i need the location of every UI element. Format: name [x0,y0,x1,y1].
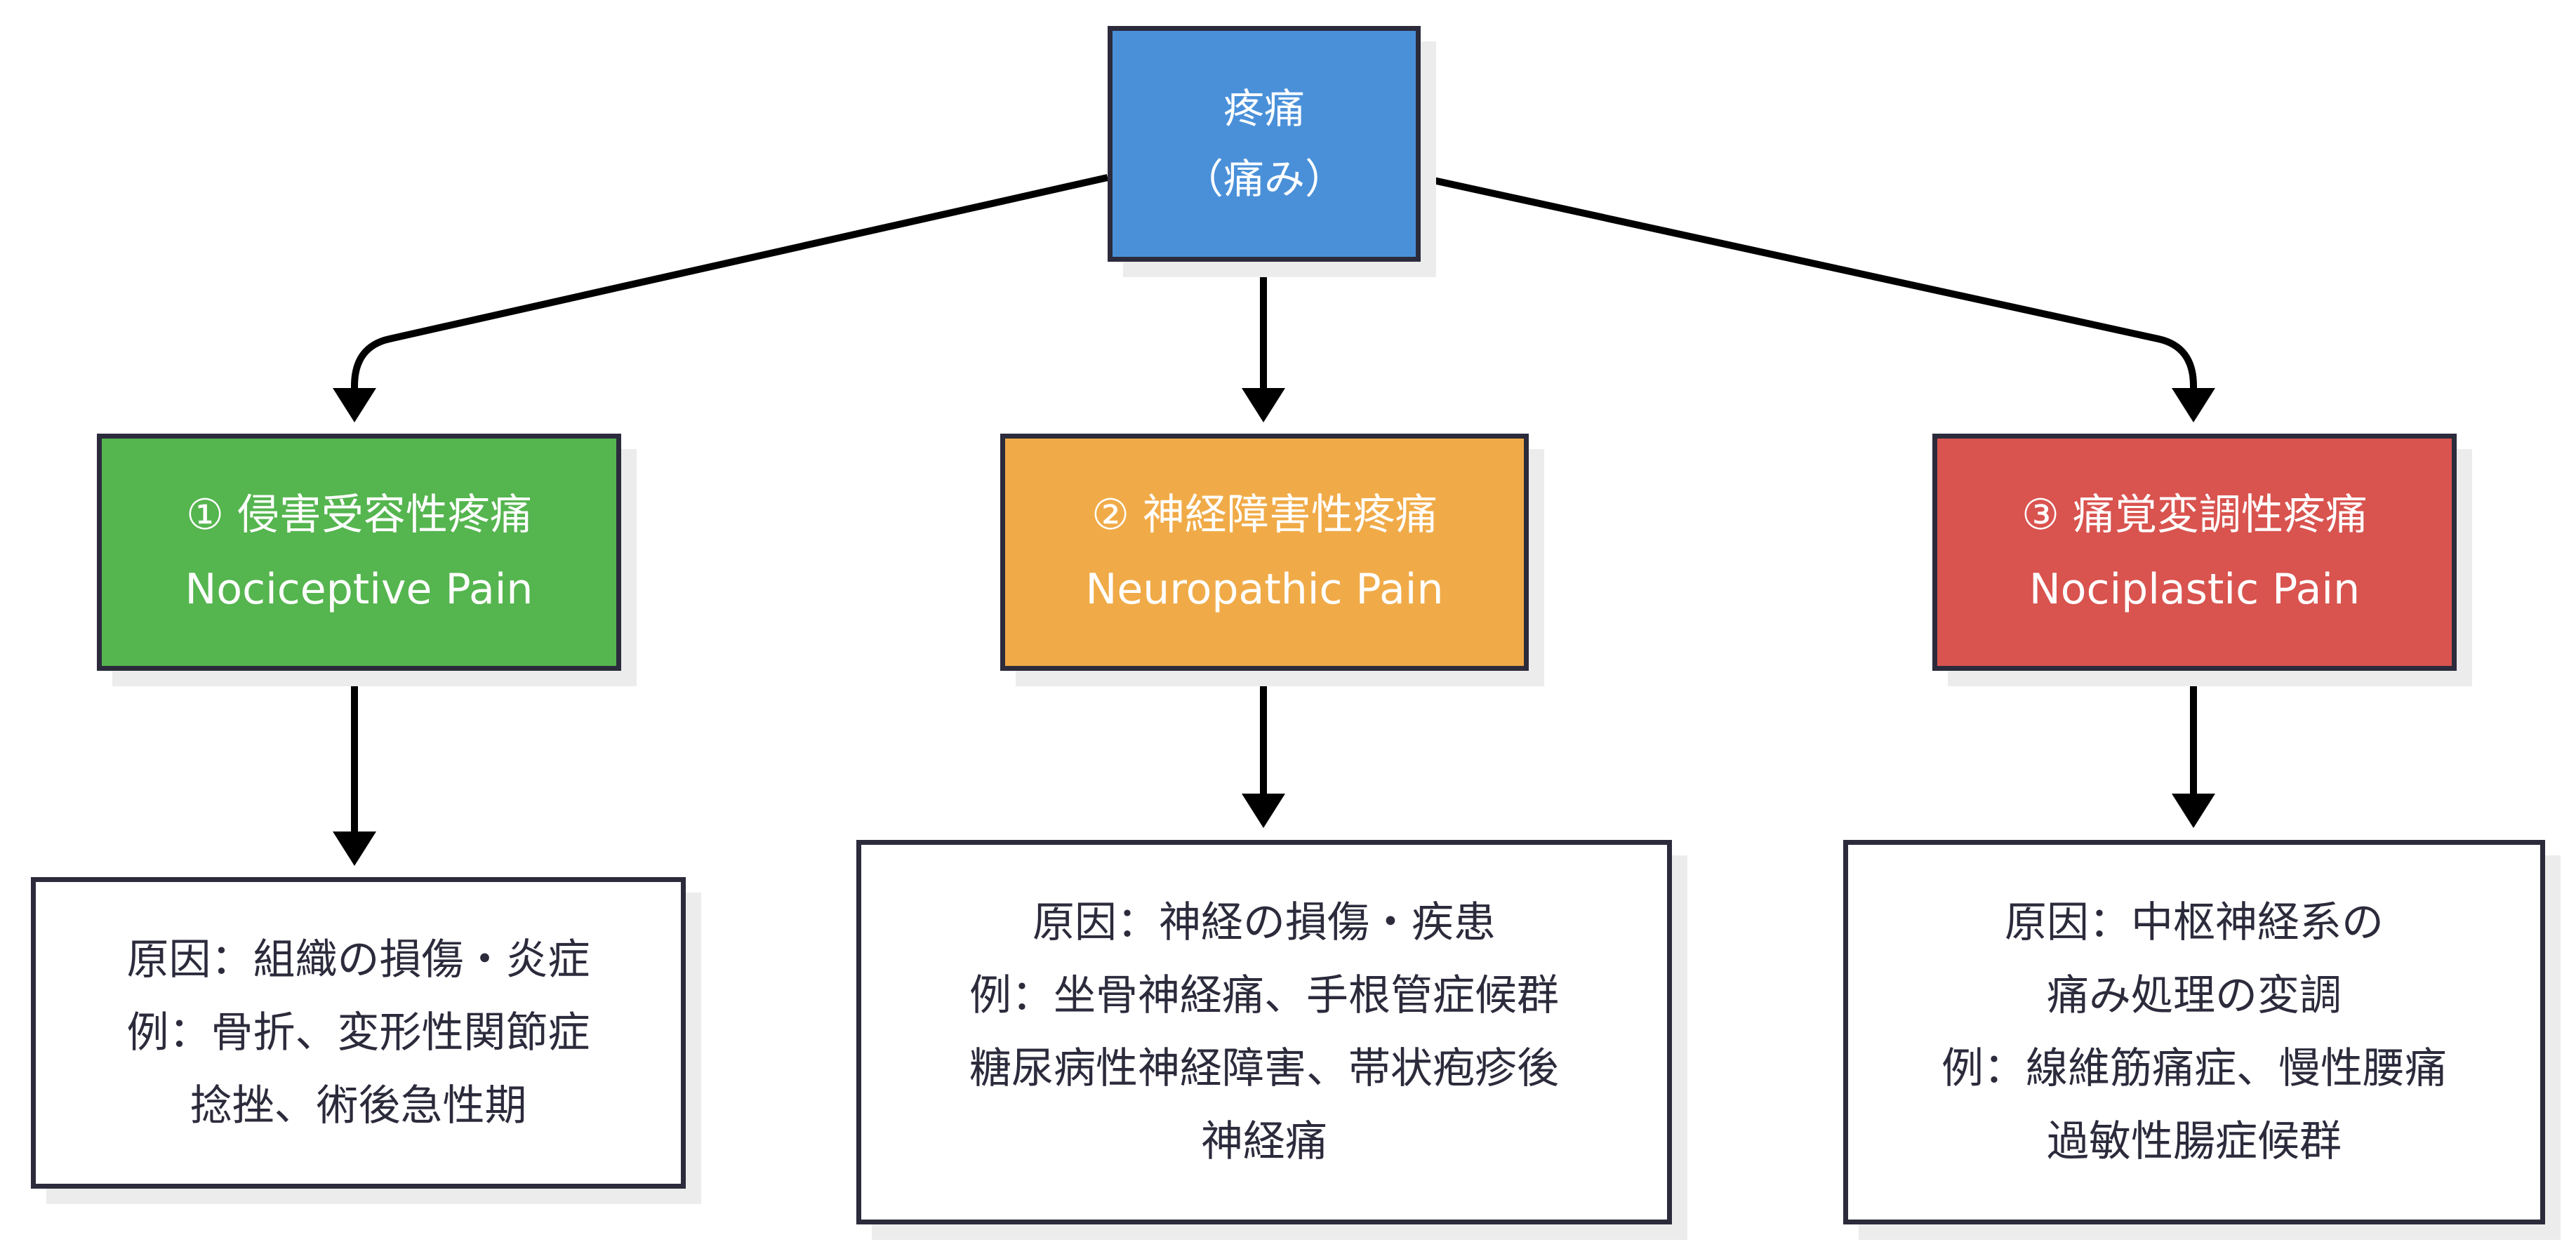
node-nociplastic-pain: ③ 痛覚変調性疼痛 Nociplastic Pain [1932,434,2457,671]
arrowhead-nociplastic-detail [2172,794,2215,828]
detail-neuropathic-example-cont: 糖尿病性神経障害、帯状疱疹後 [969,1044,1559,1093]
arrowhead-neuropathic [1242,388,1285,422]
node-nociceptive-label-ja: ① 侵害受容性疼痛 [186,490,532,540]
arrowhead-nociceptive [333,388,376,422]
detail-neuropathic-cause: 原因：神経の損傷・疾患 [1033,898,1496,947]
detail-nociplastic-example-cont: 過敏性腸症候群 [2047,1117,2342,1166]
root-node-pain: 疼痛 （痛み） [1108,26,1421,262]
node-neuropathic-pain: ② 神経障害性疼痛 Neuropathic Pain [1000,434,1529,671]
detail-nociceptive-example-cont: 捻挫、術後急性期 [190,1081,527,1130]
edge-root-to-nociceptive [351,174,1109,393]
detail-neuropathic-example: 例：坐骨神経痛、手根管症候群 [969,971,1559,1020]
node-nociceptive-pain: ① 侵害受容性疼痛 Nociceptive Pain [97,434,621,671]
detail-nociceptive-cause: 原因：組織の損傷・炎症 [126,935,590,984]
detail-nociplastic: 原因：中枢神経系の 痛み処理の変調 例：線維筋痛症、慢性腰痛 過敏性腸症候群 [1843,840,2545,1224]
node-nociplastic-label-en: Nociplastic Pain [2029,565,2361,614]
node-neuropathic-label-ja: ② 神経障害性疼痛 [1091,490,1438,540]
arrowhead-nociceptive-detail [333,831,376,866]
node-nociplastic-label-ja: ③ 痛覚変調性疼痛 [2021,490,2368,540]
arrowhead-neuropathic-detail [1242,794,1285,828]
root-node-title: 疼痛 [1223,85,1305,133]
edge-root-to-nociplastic [1419,174,2197,393]
arrowhead-nociplastic [2172,388,2215,422]
detail-neuropathic-example-cont2: 神経痛 [1201,1117,1327,1166]
node-nociceptive-label-en: Nociceptive Pain [185,565,533,614]
node-neuropathic-label-en: Neuropathic Pain [1085,565,1444,614]
detail-nociplastic-cause: 原因：中枢神経系の [2005,898,2384,947]
detail-nociplastic-example: 例：線維筋痛症、慢性腰痛 [1941,1044,2447,1093]
detail-nociceptive: 原因：組織の損傷・炎症 例：骨折、変形性関節症 捻挫、術後急性期 [31,877,686,1189]
detail-neuropathic: 原因：神経の損傷・疾患 例：坐骨神経痛、手根管症候群 糖尿病性神経障害、帯状疱疹… [856,840,1672,1224]
detail-nociceptive-example: 例：骨折、変形性関節症 [126,1008,590,1057]
detail-nociplastic-cause-cont: 痛み処理の変調 [2047,971,2342,1020]
root-node-subtitle: （痛み） [1182,155,1346,203]
